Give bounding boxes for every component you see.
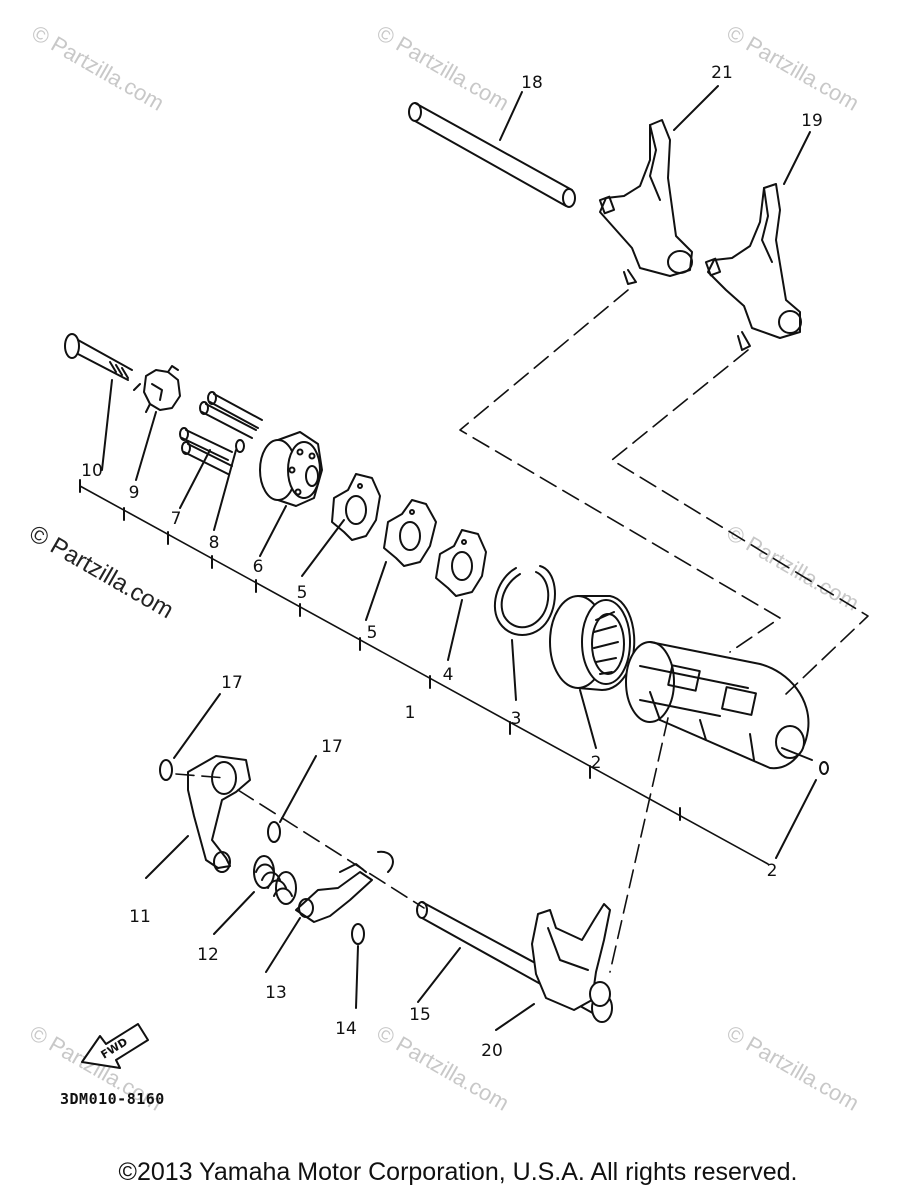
part-shift-fork-19 [704, 183, 802, 351]
part-circlip [493, 565, 556, 636]
callout-14: 13 [265, 983, 287, 1003]
part-stopper-plate-5a [331, 473, 381, 541]
callout-5a: 5 [297, 583, 308, 603]
callout-18: 18 [521, 73, 543, 93]
callout-21: 21 [711, 63, 733, 83]
part-shift-drum [625, 641, 829, 775]
part-plate-6 [383, 499, 437, 567]
copyright-notice: ©2013 Yamaha Motor Corporation, U.S.A. A… [118, 1158, 798, 1186]
callout-2: 2 [767, 861, 778, 881]
part-spring [253, 855, 297, 905]
part-shift-fork-21 [598, 119, 693, 285]
part-drum-segment [259, 431, 323, 507]
part-shift-fork-20 [531, 903, 611, 1011]
callout-10: 9 [129, 483, 140, 503]
callout-4: 3 [511, 709, 522, 729]
callout-12: 11 [129, 907, 151, 927]
callout-16: 15 [409, 1005, 431, 1025]
callout-3: 2 [591, 753, 602, 773]
callout-11: 10 [81, 461, 103, 481]
callout-19: 19 [801, 111, 823, 131]
callout-7: 6 [253, 557, 264, 577]
diagram-code: 3DM010-8160 [60, 1090, 165, 1108]
part-segment [133, 365, 181, 413]
part-shift-plate [295, 850, 394, 923]
callout-8: 7 [171, 509, 182, 529]
part-circlip-17a [159, 759, 173, 781]
callout-20: 20 [481, 1041, 503, 1061]
part-bearing [549, 595, 636, 691]
fwd-arrow-icon [81, 1023, 149, 1069]
part-pins-8 [179, 427, 233, 475]
callout-17b: 17 [321, 737, 343, 757]
callout-5b: 4 [443, 665, 454, 685]
part-pins-9 [199, 391, 263, 453]
part-shift-fork-guide-bar [408, 102, 576, 208]
callout-13: 12 [197, 945, 219, 965]
part-circlip-17b [267, 821, 281, 843]
callout-6: 5 [367, 623, 378, 643]
part-shift-lever [187, 755, 251, 873]
callout-1: 1 [405, 703, 416, 723]
part-circlip-15 [351, 923, 365, 945]
callout-15: 14 [335, 1019, 357, 1039]
callout-9: 8 [209, 533, 220, 553]
part-bolt [64, 333, 133, 381]
part-stopper-plate-5b [435, 529, 487, 597]
callout-17a: 17 [221, 673, 243, 693]
